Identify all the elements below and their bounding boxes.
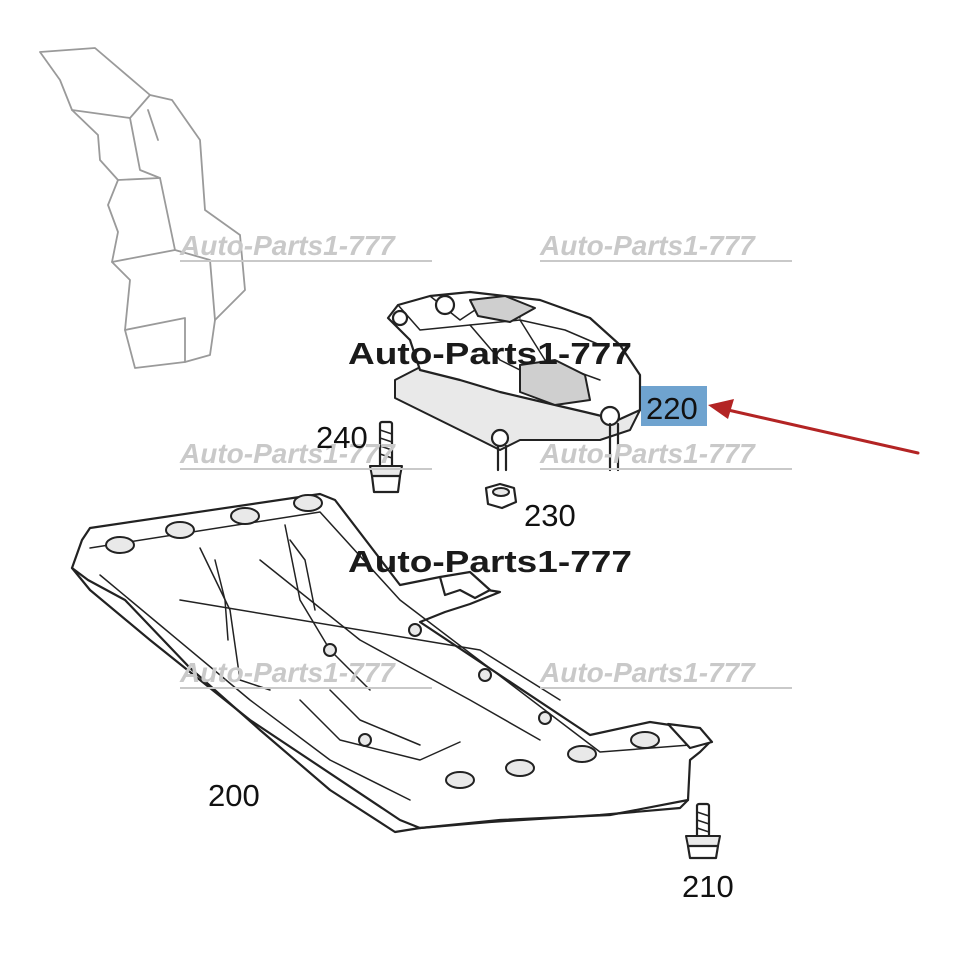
watermark-light-4: Auto-Parts1-777 bbox=[539, 438, 792, 470]
part-label-220: 220 bbox=[646, 391, 698, 426]
svg-text:Auto-Parts1-777: Auto-Parts1-777 bbox=[539, 230, 756, 261]
svg-text:Auto-Parts1-777: Auto-Parts1-777 bbox=[179, 230, 396, 261]
part-label-230: 230 bbox=[524, 498, 576, 533]
svg-text:Auto-Parts1-777: Auto-Parts1-777 bbox=[179, 657, 396, 688]
part-label-210: 210 bbox=[682, 869, 734, 904]
transmission-mount-220 bbox=[386, 290, 642, 472]
watermark-dark-2: Auto-Parts1-777 bbox=[348, 544, 632, 579]
part-label-200: 200 bbox=[208, 778, 260, 813]
transmission-housing-outline bbox=[39, 47, 246, 369]
highlight-box-220 bbox=[641, 386, 707, 426]
bolt-210 bbox=[685, 802, 721, 860]
watermark-light-3: Auto-Parts1-777 bbox=[179, 438, 432, 470]
svg-text:Auto-Parts1-777: Auto-Parts1-777 bbox=[539, 438, 756, 469]
watermark-dark-1: Auto-Parts1-777 bbox=[348, 336, 632, 371]
nut-230 bbox=[484, 482, 518, 510]
watermark-light-2: Auto-Parts1-777 bbox=[539, 230, 792, 262]
svg-text:Auto-Parts1-777: Auto-Parts1-777 bbox=[179, 438, 396, 469]
arrow-to-220 bbox=[708, 399, 920, 455]
subframe-200 bbox=[70, 492, 714, 834]
watermark-light-1: Auto-Parts1-777 bbox=[179, 230, 432, 262]
watermark-light-5: Auto-Parts1-777 bbox=[179, 657, 432, 689]
watermark-light-6: Auto-Parts1-777 bbox=[539, 657, 792, 689]
part-label-240: 240 bbox=[316, 420, 368, 455]
svg-text:Auto-Parts1-777: Auto-Parts1-777 bbox=[539, 657, 756, 688]
